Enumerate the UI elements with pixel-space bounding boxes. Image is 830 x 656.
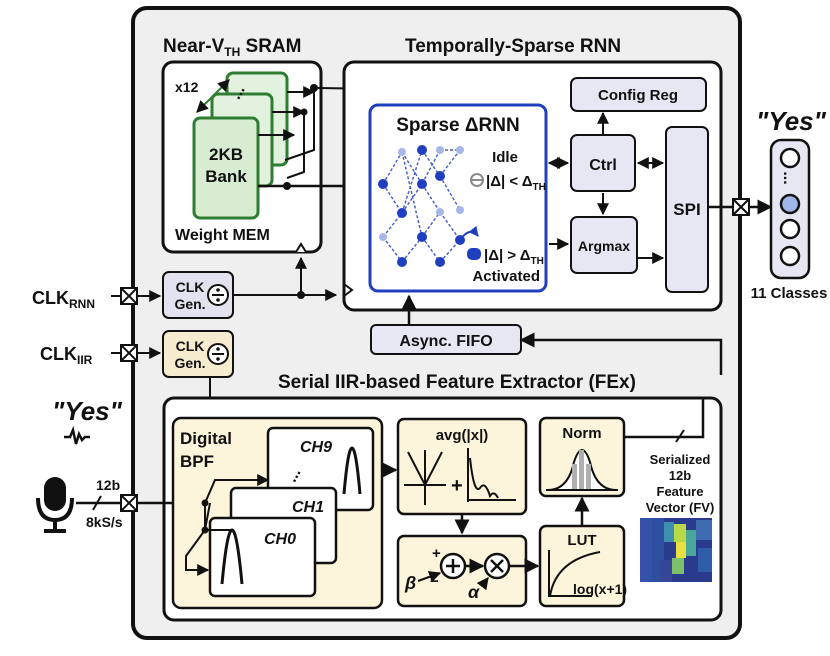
fv-label-1: Serialized [650, 452, 711, 467]
fv-label-4: Vector (FV) [646, 500, 715, 515]
lowpass-response-icon [467, 448, 516, 502]
ch9-label: CH9 [300, 439, 332, 456]
config-reg-label: Config Reg [598, 87, 678, 104]
clk-iir-gen-line1: CLK [176, 338, 205, 354]
idle-condition: |Δ| < ΔTH [486, 173, 546, 193]
gaussian-icon [546, 449, 618, 491]
avg-plus-sign: + [451, 475, 463, 497]
weight-mem-label: Weight MEM [175, 227, 270, 244]
clk-rnn-gen-line2: Gen. [174, 296, 205, 312]
bank-name-label: Bank [205, 167, 247, 186]
avg-abs-label: avg(|x|) [436, 427, 489, 444]
bank-count-arrow [196, 79, 230, 113]
sparse-rnn-title: Sparse ΔRNN [396, 115, 519, 136]
idle-label: Idle [492, 149, 518, 166]
input-bits-label: 12b [96, 477, 120, 493]
activated-label: Activated [472, 268, 540, 285]
async-fifo-label: Async. FIFO [399, 333, 492, 350]
class-node-4 [779, 245, 801, 267]
class-node-3 [779, 218, 801, 240]
ctrl-label: Ctrl [589, 157, 617, 174]
alpha-label: α [468, 582, 480, 602]
fv-label-3: Feature [657, 484, 704, 499]
rnn-title: Temporally-Sparse RNN [405, 36, 621, 57]
multiplier-icon [483, 552, 511, 580]
config-reg-block [570, 77, 707, 112]
fv-label-2: 12b [669, 468, 691, 483]
norm-label: Norm [562, 425, 601, 442]
active-condition: |Δ| > ΔTH [484, 247, 544, 267]
spi-label: SPI [673, 200, 700, 219]
clk-rnn-gen-line1: CLK [176, 279, 205, 295]
clk-iir-label: CLKIIR [40, 344, 93, 367]
class-node-1 [779, 147, 801, 169]
clk-rnn-label: CLKRNN [32, 288, 95, 311]
divider-icon [207, 284, 229, 306]
adder-icon [439, 552, 467, 580]
bank-front [192, 116, 260, 220]
feature-vector-heatmap [640, 518, 712, 582]
active-neuron-icon [467, 248, 481, 260]
rnn-network-graphic [378, 145, 479, 267]
abs-function-icon [404, 450, 446, 505]
argmax-label: Argmax [578, 238, 630, 254]
class-node-selected [779, 193, 801, 215]
argmax-block [570, 216, 638, 274]
input-yes-label: "Yes" [52, 396, 123, 426]
bank-count-label: x12 [175, 79, 199, 95]
lut-label: LUT [567, 532, 596, 549]
waveform-icon [64, 425, 90, 445]
microphone-icon [36, 477, 74, 533]
log-curve-icon [548, 550, 601, 597]
bank-size-label: 2KB [209, 145, 243, 164]
bpf-label-2: BPF [180, 452, 214, 471]
plus-input-sign: + [432, 545, 441, 562]
divider-icon [207, 343, 229, 365]
input-rate-label: 8kS/s [86, 514, 123, 530]
classes-label: 11 Classes [751, 285, 828, 302]
clk-iir-gen-line2: Gen. [174, 355, 205, 371]
sparse-rnn-block [368, 103, 548, 293]
fex-title: Serial IIR-based Feature Extractor (FEx) [278, 372, 636, 393]
bpf-label-1: Digital [180, 429, 232, 448]
class-dots: ... [780, 171, 797, 184]
ch0-label: CH0 [264, 531, 296, 548]
sram-title: Near-VTH SRAM [163, 36, 301, 59]
ch1-label: CH1 [292, 499, 324, 516]
output-yes-label: "Yes" [756, 106, 827, 136]
beta-label: β [404, 573, 416, 593]
spi-block [665, 126, 709, 293]
log-label: log(x+1) [573, 581, 627, 597]
clk-iir-gen-block [162, 330, 234, 378]
